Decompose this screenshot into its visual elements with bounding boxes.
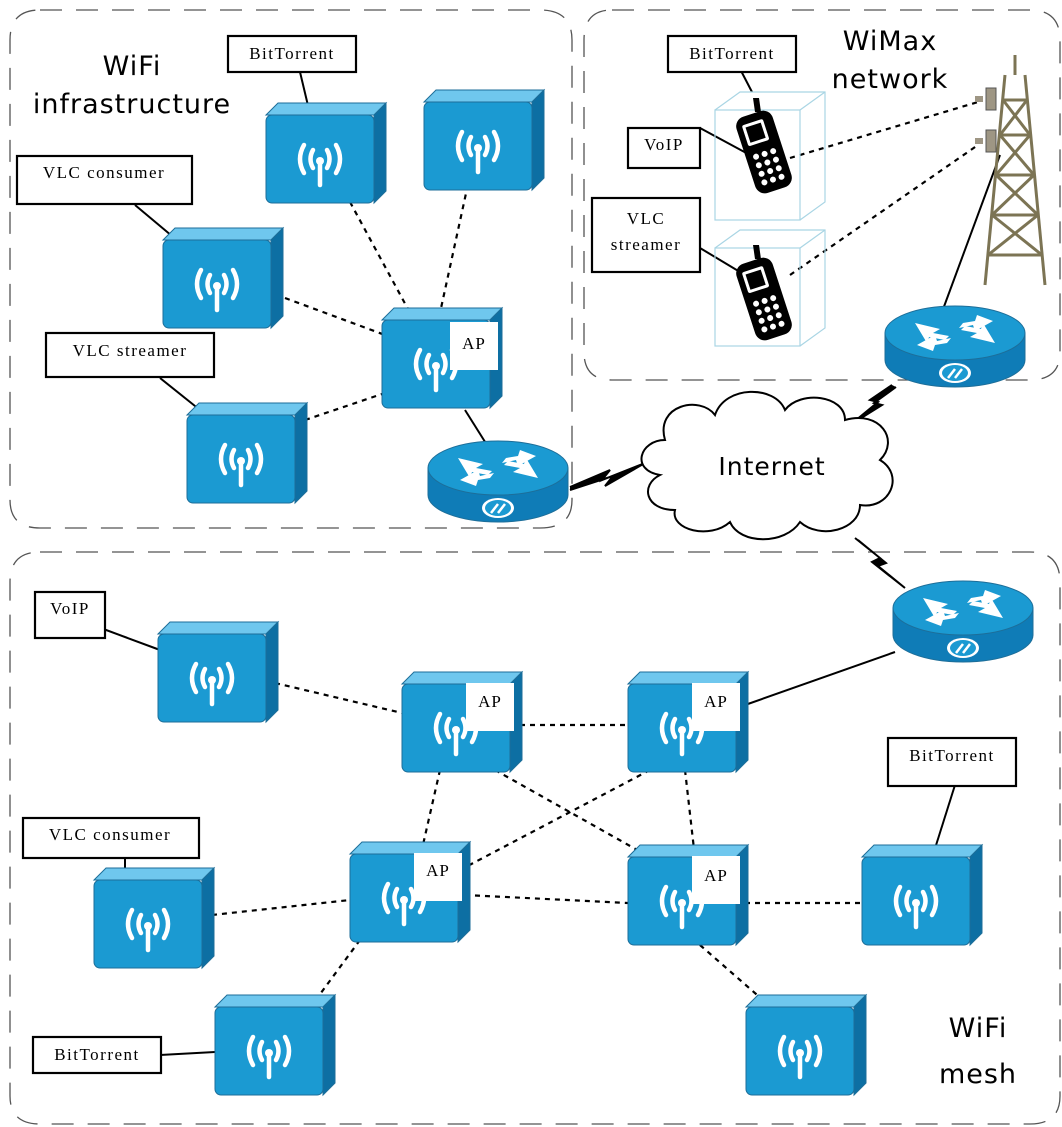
wifi-mesh-region [9,551,1061,1125]
mesh-ap3-tag: AP [414,853,462,901]
svg-text:AP: AP [704,866,728,885]
mesh-bittorrent-left-device-icon [215,995,335,1095]
antenna-upper-icon [975,87,997,111]
svg-text:streamer: streamer [611,235,682,254]
link-tower-router [941,154,1001,313]
svg-text:VoIP: VoIP [50,599,90,618]
mesh-vlc-consumer-label-box: VLC consumer [21,816,201,860]
wan-link-infra [569,462,646,491]
link-bittorrent-label-mesh [159,1051,216,1056]
link-vlcconsumer-label [134,204,173,237]
link-voip-phone [699,127,751,156]
wifi-infrastructure-label-1: WiFi [103,51,162,82]
wifi-infrastructure-region [9,9,573,529]
wan-link-mesh [854,537,906,589]
svg-text:VLC consumer: VLC consumer [49,825,171,844]
wimax-tower-icon [983,55,1047,286]
wimax-region [583,9,1061,381]
mesh-ap1-tag: AP [466,683,514,731]
svg-text:VLC streamer: VLC streamer [73,341,188,360]
phone-upper-icon [733,98,795,196]
svg-text:BitTorrent: BitTorrent [54,1045,140,1064]
link-voip-ap1 [274,681,403,715]
device-bittorrent-icon [266,103,386,203]
link-ap-router [464,409,488,446]
mesh-bittorrent-left-label-box: BitTorrent [31,1035,163,1075]
antenna-lower-icon [975,129,997,153]
svg-text:AP: AP [704,692,728,711]
mesh-ap4-tag: AP [692,856,740,904]
mesh-bittorrent-right-device-icon [862,845,982,945]
svg-text:VLC consumer: VLC consumer [43,163,165,182]
svg-text:BitTorrent: BitTorrent [909,746,995,765]
wimax-voip-label-box: VoIP [626,126,702,170]
link-ap2-router [744,651,896,706]
mesh-vlc-consumer-device-icon [94,868,214,968]
wimax-label-1: WiMax [843,26,937,57]
router-mesh-icon [891,579,1035,664]
device-vlc-streamer-icon [187,403,307,503]
router-wimax-icon [883,304,1027,389]
svg-text:AP: AP [462,334,486,353]
link-node-ap [436,174,472,323]
infra-vlc-streamer-label-box: VLC streamer [44,331,216,379]
infra-vlc-consumer-label-box: VLC consumer [15,154,194,206]
svg-text:VoIP: VoIP [644,135,684,154]
svg-text:BitTorrent: BitTorrent [689,44,775,63]
svg-text:VLC: VLC [627,209,666,228]
mesh-voip-device-icon [158,622,278,722]
mesh-ap2-tag: AP [692,683,740,731]
mesh-bittorrent-right-label-box: BitTorrent [886,736,1018,788]
svg-text:AP: AP [426,861,450,880]
svg-text:AP: AP [478,692,502,711]
link-ap1-ap4 [494,769,656,861]
wifi-mesh-label-2: mesh [939,1059,1017,1090]
mesh-node-bottom-icon [746,995,866,1095]
infra-ap-tag: AP [450,322,498,370]
link-ap2-ap4 [683,769,697,859]
wimax-label-2: network [832,64,949,95]
wifi-infrastructure-label-2: infrastructure [33,89,231,120]
link-vlcconsumer-ap3 [211,898,351,917]
wifi-mesh-label-1: WiFi [949,1013,1008,1044]
link-vlcstreamer-ap [304,391,386,422]
link-ap3-ap4 [464,893,629,905]
link-vlcstreamer-label [159,377,201,411]
infra-bittorrent-label-box: BitTorrent [226,34,358,74]
link-ap2-ap3 [459,769,651,871]
wimax-bittorrent-label-box: BitTorrent [666,34,798,74]
link-phone2-tower [789,144,979,276]
link-phone1-tower [789,100,979,160]
link-bittorrent-ap [349,201,416,323]
device-node-icon [424,90,544,190]
svg-text:BitTorrent: BitTorrent [249,44,335,63]
device-vlc-consumer-icon [163,228,283,328]
phone-lower-icon [733,245,795,343]
link-ap3-bittorrent [311,939,361,1006]
internet-label: Internet [718,452,825,481]
link-vlcconsumer-ap [284,296,386,337]
wimax-vlc-streamer-label-box: VLC streamer [590,196,702,274]
router-infra-icon [426,439,570,524]
link-voip-label [97,626,161,651]
internet-cloud [640,390,894,541]
mesh-voip-label-box: VoIP [33,590,107,640]
